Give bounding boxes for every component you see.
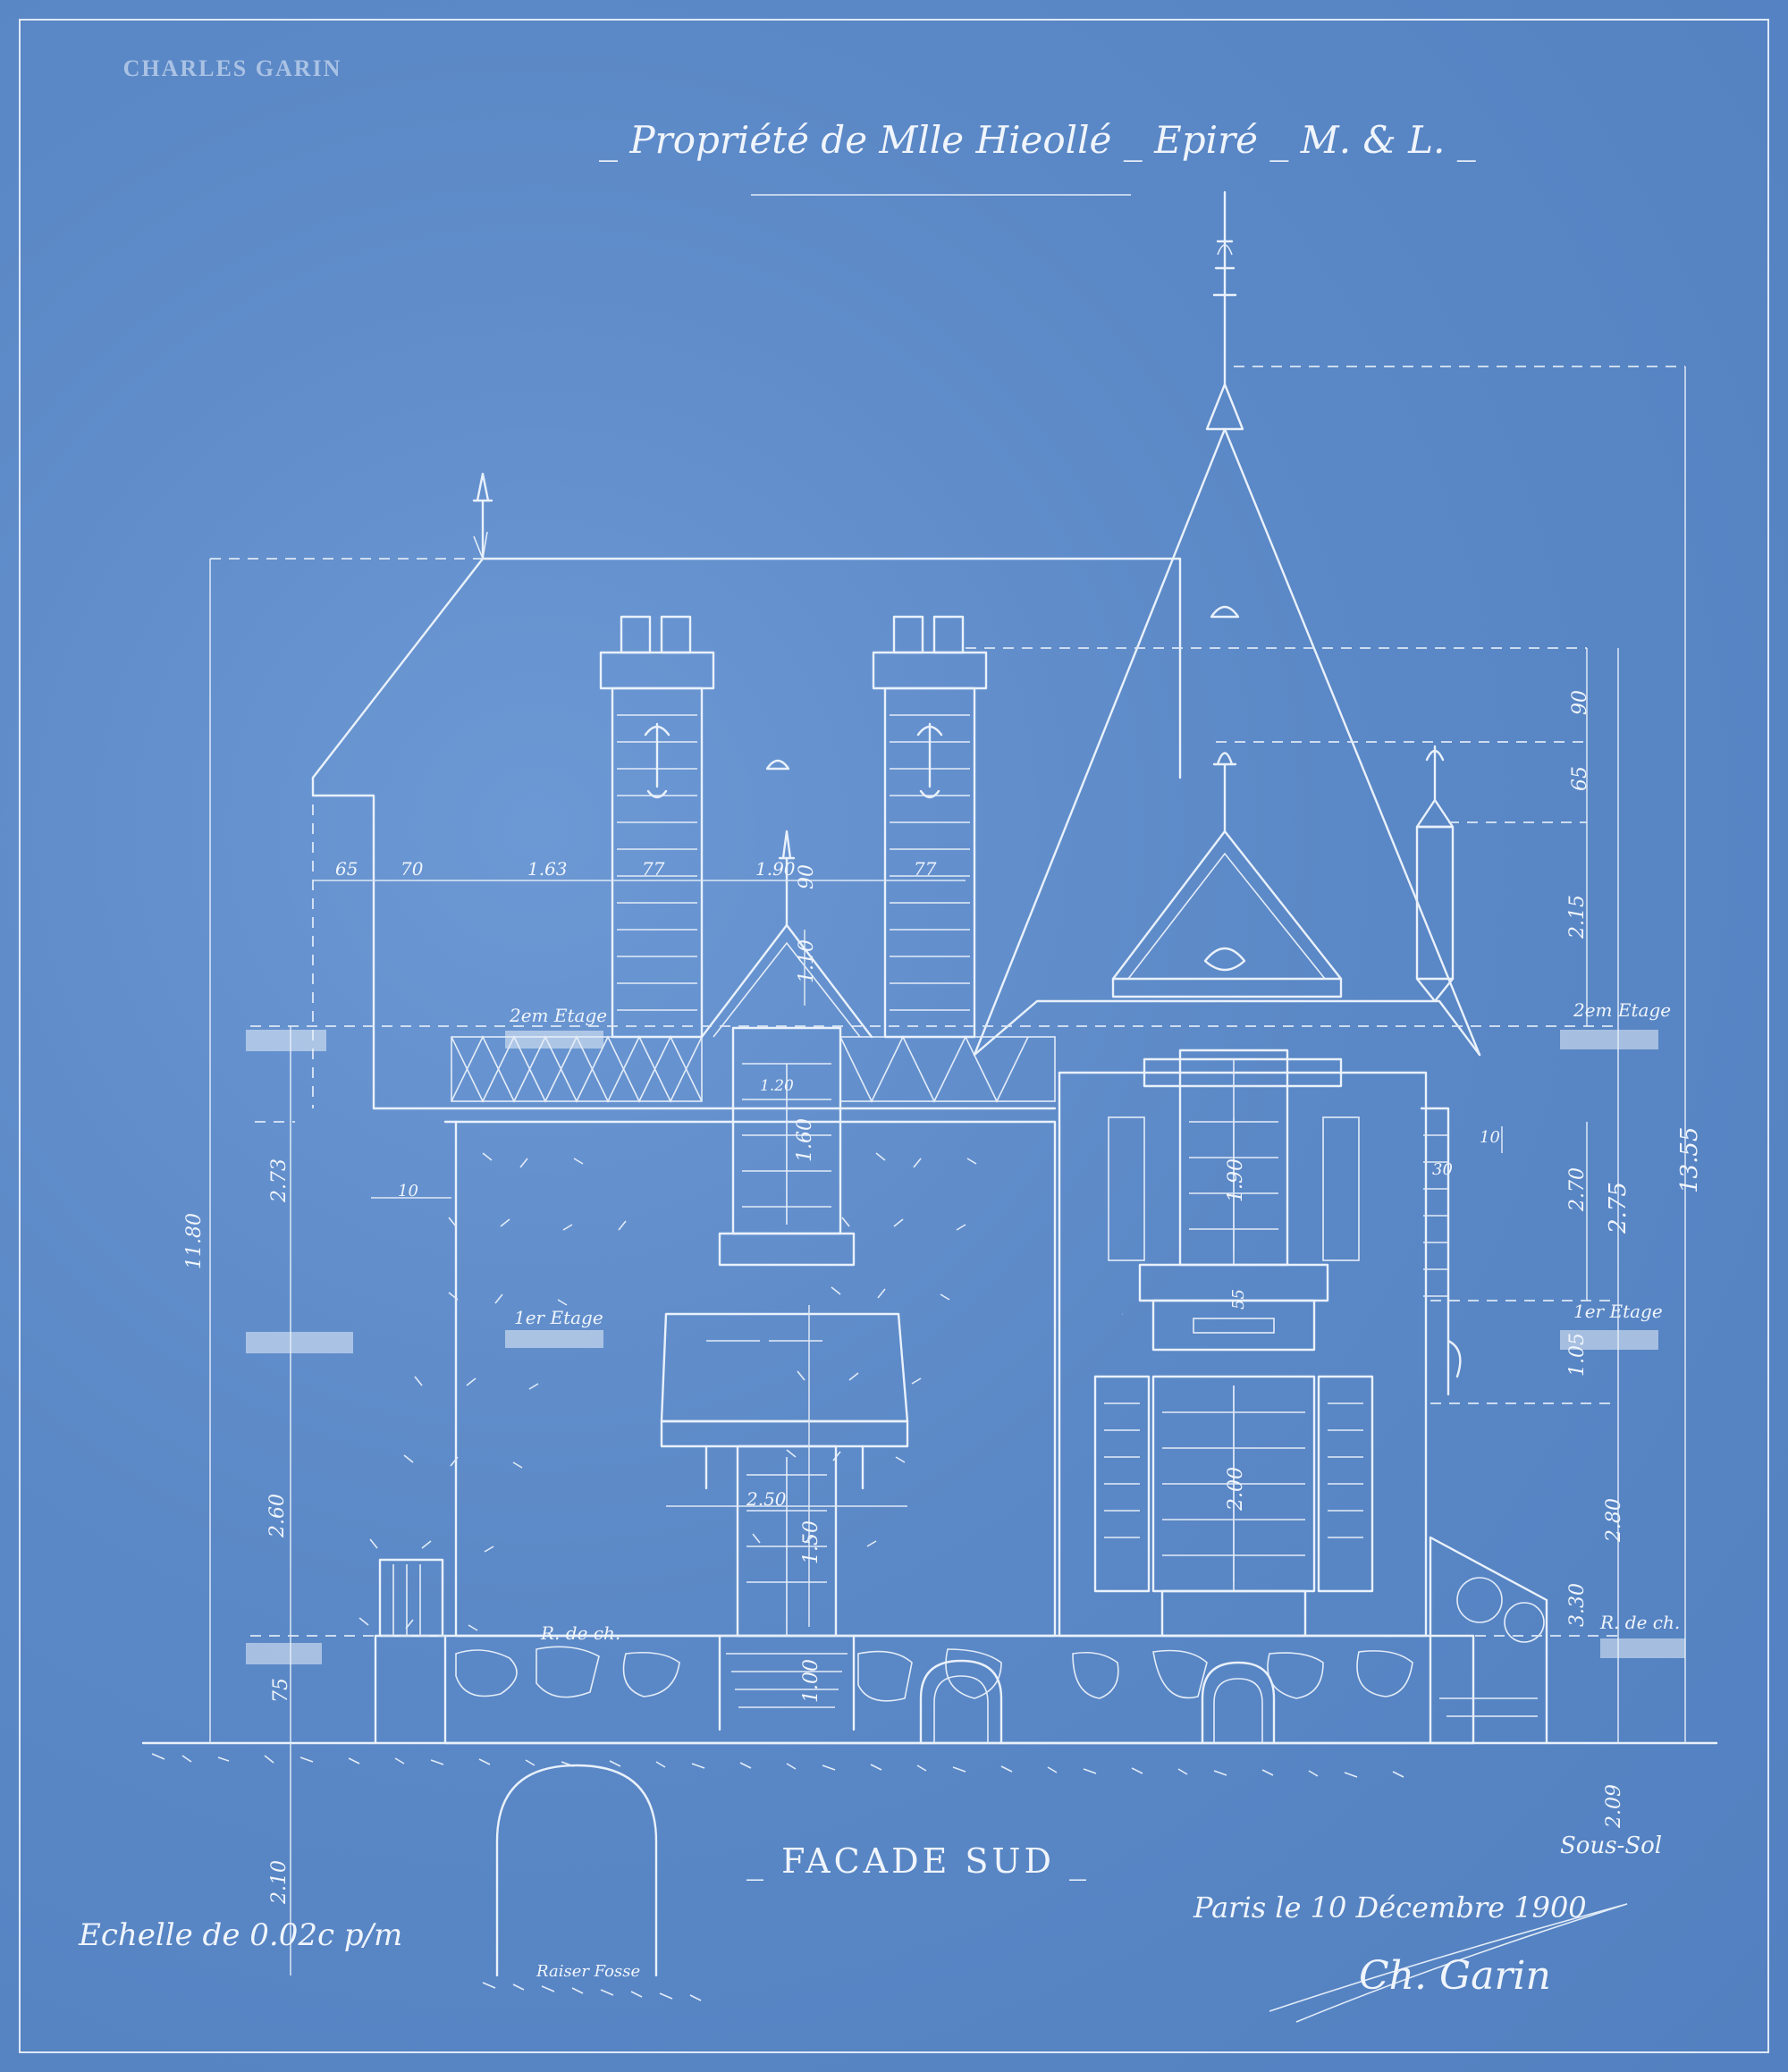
dim-77-b: 77 [914,858,937,880]
dim-65-b: 65 [1569,766,1591,791]
dim-90-b: 90 [1569,690,1591,715]
dim-30: 30 [1432,1160,1453,1179]
dim-1-05: 1.05 [1566,1333,1589,1377]
dim-10-right: 10 [1480,1128,1500,1147]
dim-1-50: 1.50 [800,1520,822,1564]
dim-2-09: 2.09 [1603,1784,1625,1828]
left-porch [378,1558,444,1638]
entrance-door [718,1445,856,1731]
dim-1-00: 1.00 [800,1659,822,1703]
signature-flourish [1269,1903,1628,2023]
dim-2-70: 2.70 [1566,1167,1589,1211]
chimney-right [872,615,988,1039]
dim-1-90-tower: 1.90 [1225,1158,1247,1202]
entrance-canopy [660,1312,909,1490]
tower [973,190,1481,1638]
dim-10-left: 10 [398,1182,418,1200]
stamp-firm: CHARLES GARIN [122,55,342,81]
architect-signature: Ch. Garin [1359,1953,1551,1999]
side-turret [1415,745,1455,1003]
level-label-marks [246,1030,1685,1664]
level-lines [210,366,1685,1637]
dim-55: 55 [1229,1289,1248,1310]
page-title: _ Propriété de Mlle Hieollé _ Epiré _ M.… [599,118,1476,162]
dim-1-63: 1.63 [527,858,568,880]
label-2em-etage-right: 2em Etage [1573,999,1672,1021]
ground-line [141,1741,1718,1778]
dim-2-75: 2.75 [1605,1182,1632,1234]
dim-1-20: 1.20 [760,1077,794,1095]
dim-2-80: 2.80 [1603,1498,1625,1542]
dim-1-10: 1.10 [796,939,818,983]
facade-caption: _ FACADE SUD _ [746,1841,1090,1881]
dimension-lines [209,366,1686,1975]
central-dormer [700,830,873,1267]
label-sous-sol: Sous-Sol [1560,1832,1663,1859]
roof-vent [765,759,790,771]
dim-2-73: 2.73 [268,1158,291,1202]
dim-total-right: 13.55 [1676,1126,1703,1193]
dim-2-50: 2.50 [746,1488,787,1510]
side-stair-railing [1429,1536,1548,1745]
dim-3-30: 3.30 [1566,1583,1589,1627]
dim-90-a: 90 [796,864,818,889]
cellar-vent-right [1201,1661,1276,1745]
sheet-border [19,19,1769,2053]
dim-2-60: 2.60 [266,1494,289,1537]
dim-75: 75 [270,1678,292,1703]
dim-1-60: 1.60 [794,1118,816,1162]
dim-70: 70 [401,858,424,880]
dim-65: 65 [335,858,358,880]
dim-2-15: 2.15 [1566,895,1589,939]
place-and-date: Paris le 10 Décembre 1900 [1193,1891,1587,1925]
label-1er-etage-left: 1er Etage [514,1307,603,1328]
basement-arch [482,1764,702,2001]
label-rdch-right: R. de ch. [1600,1612,1681,1633]
label-caveau: Raiser Fosse [536,1962,641,1981]
cellar-vent-left [919,1659,1003,1745]
chimney-left [599,615,715,1039]
dim-2-00: 2.00 [1225,1467,1247,1511]
label-rdch-left: R. de ch. [541,1622,621,1644]
scale-note: Echelle de 0.02c p/m [79,1917,403,1953]
main-house-body [311,472,1475,1745]
dim-1-90: 1.90 [755,858,796,880]
dim-2-10: 2.10 [268,1860,291,1904]
label-2em-etage-left: 2em Etage [510,1005,608,1026]
architect-stamp: CHARLES GARIN [54,55,411,82]
dim-total-left: 11.80 [183,1213,206,1269]
label-1er-etage-right: 1er Etage [1573,1301,1663,1322]
dim-77-a: 77 [642,858,665,880]
